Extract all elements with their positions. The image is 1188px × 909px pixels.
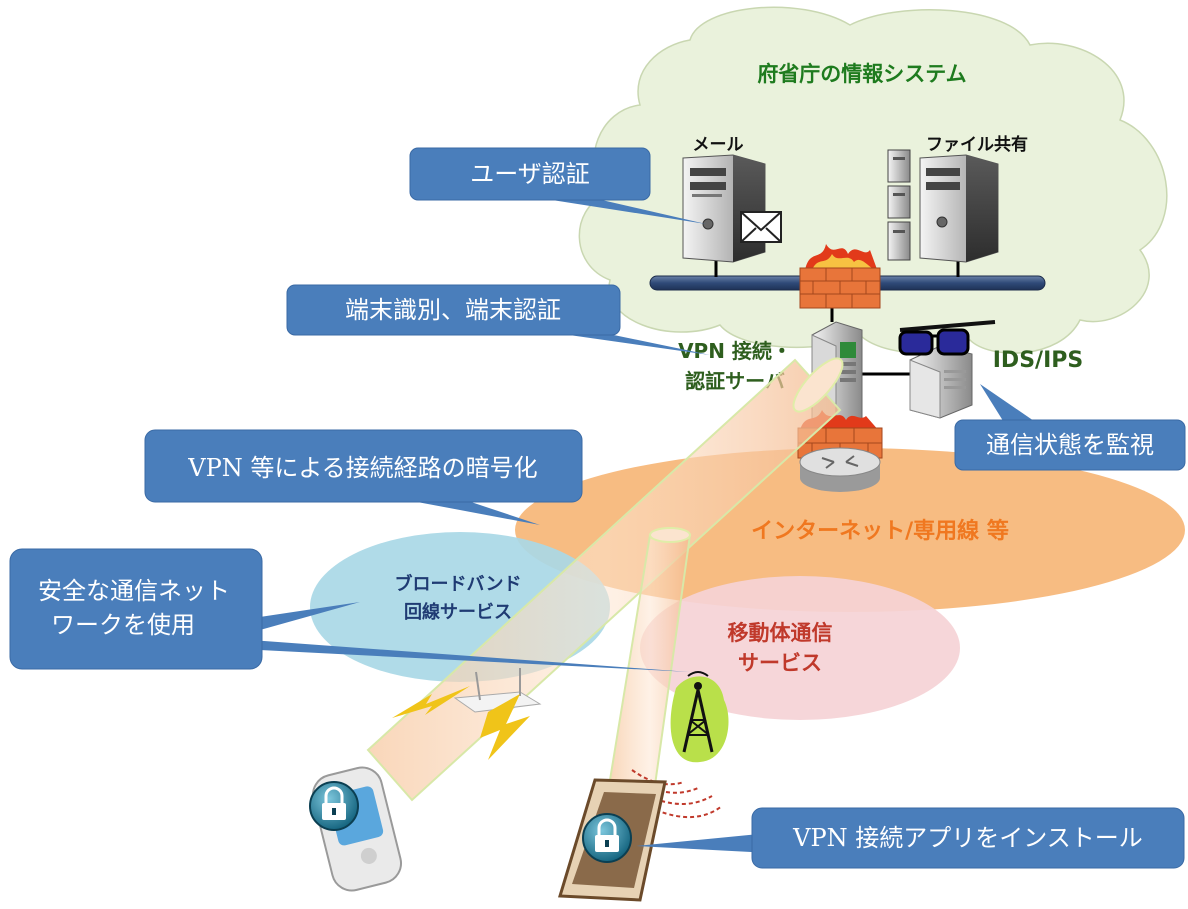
file-server: ファイル共有 [887,134,1028,263]
callout-monitoring: 通信状態を監視 [954,384,1186,471]
vpn-tunnel-broadband [366,357,844,802]
ids-ips-server: IDS/IPS [898,320,1083,419]
wifi-router-icon [453,668,542,713]
callout-safe-network: 安全な通信ネット ワークを使用 [9,548,690,672]
callout-user-auth: ユーザ認証 [409,147,706,224]
mail-server: メール [682,135,782,263]
mobile-label-line1: 移動体通信 [728,621,833,645]
broadband-label-line2: 回線サービス [404,601,512,623]
mail-label: メール [693,135,744,155]
callout-encryption: VPN 等による接続経路の暗号化 [144,429,583,525]
mobile-label-line2: サービス [738,651,822,675]
callout-user-auth-text: ユーザ認証 [470,160,590,188]
lightning-icon [392,686,530,760]
router-icon [799,447,881,492]
ids-ips-label: IDS/IPS [993,348,1083,373]
callout-terminal-auth: 端末識別、端末認証 [286,284,710,355]
lock-icon [582,813,632,863]
vpn-tunnel-mobile [608,527,692,787]
callout-safe-network-line1: 安全な通信ネット [38,577,230,605]
callout-monitoring-text: 通信状態を監視 [986,431,1154,459]
firewall-icon [799,244,881,309]
callout-install-app: VPN 接続アプリをインストール [636,807,1185,869]
phone-icon [312,766,402,892]
internet-label: インターネット/専用線 等 [751,518,1009,544]
antenna-icon [670,671,729,763]
callout-terminal-auth-text: 端末識別、端末認証 [345,296,561,324]
file-share-label: ファイル共有 [926,134,1028,155]
callout-install-app-text: VPN 接続アプリをインストール [792,824,1143,852]
cloud-title: 府省庁の情報システム [757,62,966,86]
glasses-icon [898,320,996,356]
vpn-server-label-line1: VPN 接続・ [678,339,792,363]
broadband-label-line1: ブロードバンド [395,573,522,595]
info-system-cloud: 府省庁の情報システム [578,6,1168,354]
callout-safe-network-line2: ワークを使用 [51,611,195,639]
lock-icon [309,781,359,831]
storage-rack [887,149,911,261]
callout-encryption-text: VPN 等による接続経路の暗号化 [187,454,537,482]
envelope-icon [740,211,782,243]
mobile-ellipse [640,576,960,720]
